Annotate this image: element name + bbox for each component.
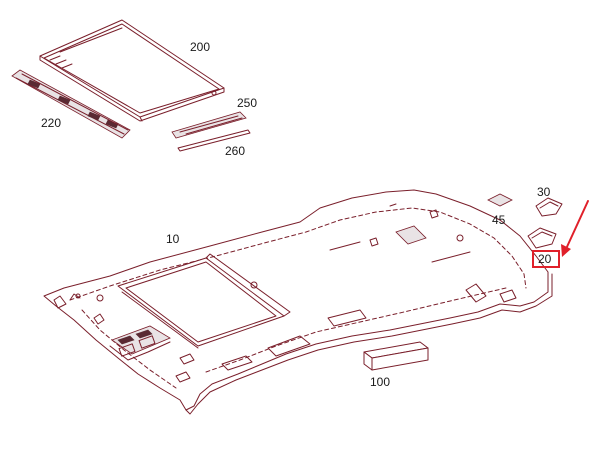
label-30: 30 — [537, 185, 551, 199]
part-100-block — [363, 341, 429, 371]
part-200-panel — [39, 19, 225, 122]
label-250: 250 — [237, 96, 257, 110]
part-45-clip — [487, 193, 513, 207]
highlight-arrow — [561, 200, 589, 257]
part-220-rail — [11, 69, 131, 139]
part-260-strip — [177, 129, 251, 152]
part-10-headliner — [43, 189, 553, 415]
label-220: 220 — [41, 116, 61, 130]
part-20-clip — [527, 227, 557, 249]
part-30-cover — [535, 197, 563, 217]
label-260: 260 — [225, 144, 245, 158]
label-45: 45 — [492, 213, 506, 227]
label-200: 200 — [190, 40, 210, 54]
label-10: 10 — [166, 232, 180, 246]
part-250-strip — [171, 111, 247, 139]
label-20: 20 — [538, 252, 552, 266]
label-100: 100 — [370, 375, 390, 389]
highlight-box — [532, 250, 560, 268]
